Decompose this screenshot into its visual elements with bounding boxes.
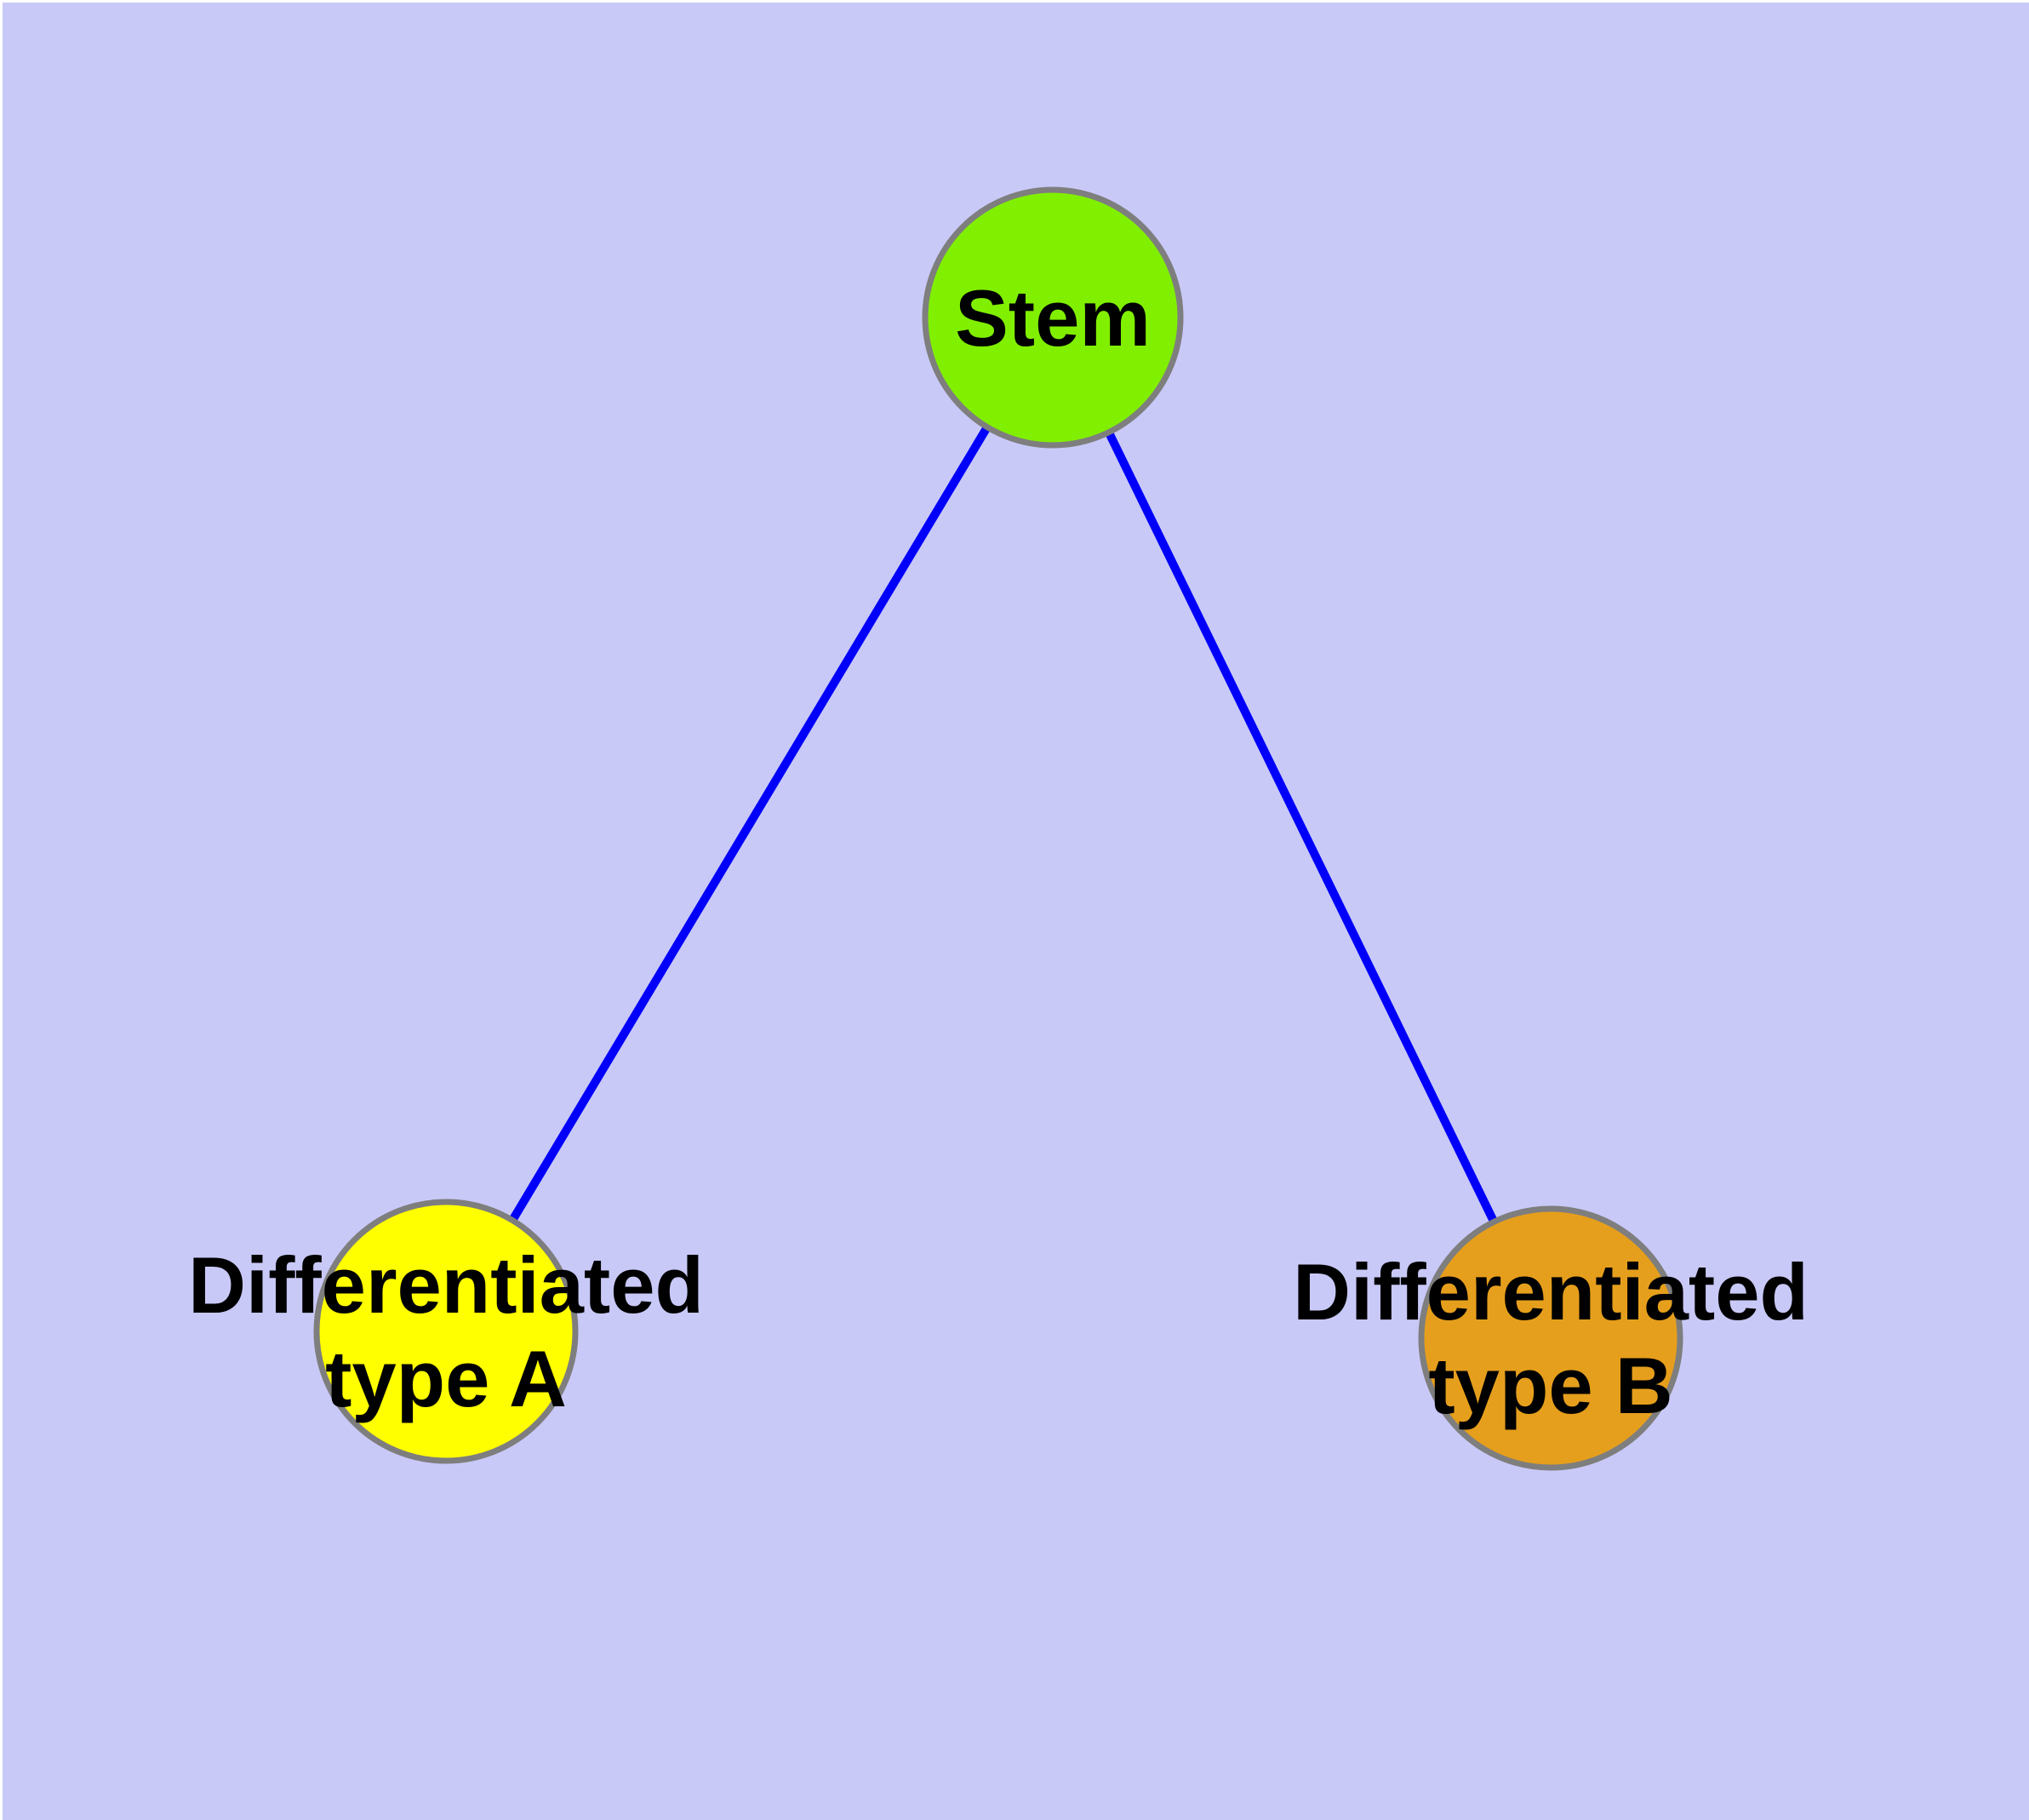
node-diff-a: [313, 1199, 579, 1464]
edge-stem-to-diff-a: [442, 315, 1057, 1334]
node-label-line: Differentiated: [1293, 1247, 1809, 1336]
node-label-line: type B: [1428, 1341, 1672, 1430]
node-stem: [922, 186, 1184, 449]
node-stem-label: Stem: [955, 273, 1151, 363]
edge-stem-to-diff-b: [1049, 315, 1555, 1341]
node-label-line: Differentiated: [188, 1240, 704, 1330]
node-diff-b: [1418, 1205, 1683, 1471]
node-label-line: type A: [325, 1334, 567, 1423]
node-label-line: Stem: [955, 273, 1151, 363]
